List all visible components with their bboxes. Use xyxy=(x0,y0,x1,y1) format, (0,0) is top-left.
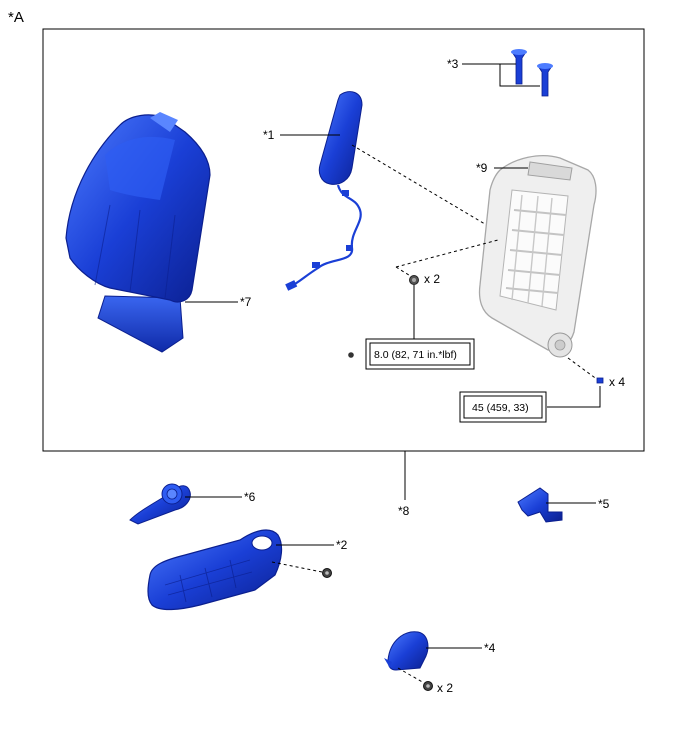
assembly-box xyxy=(42,28,645,452)
callout-5: *5 xyxy=(598,497,610,511)
bracket-part xyxy=(517,487,563,523)
callout-4: *4 xyxy=(484,641,496,655)
dash-1-to-frame xyxy=(351,144,501,234)
torque-box-1-inner xyxy=(369,342,471,366)
callout-6: *6 xyxy=(244,490,256,504)
figure-label: *A xyxy=(8,9,24,26)
torque-box-2-inner xyxy=(463,395,543,419)
torque-box-1-outer xyxy=(365,338,475,370)
callout-1: *1 xyxy=(263,128,275,142)
nut-part xyxy=(409,275,419,285)
callout-2: *2 xyxy=(336,538,348,552)
torque-bullet-icon xyxy=(348,352,354,358)
screw-part-2 xyxy=(322,568,332,578)
dash-bolt xyxy=(567,357,599,381)
clip-parts xyxy=(511,49,553,97)
qty-bolt-frame: x 4 xyxy=(609,375,625,389)
leader-torque-2 xyxy=(547,386,601,408)
callout-8: *8 xyxy=(398,504,410,518)
dash-nut xyxy=(395,266,413,278)
seatback-cover-part xyxy=(65,112,211,353)
cover-part xyxy=(384,631,429,671)
qty-nut: x 2 xyxy=(424,272,440,286)
side-airbag-part xyxy=(285,91,363,291)
recliner-handle-part xyxy=(129,483,191,525)
screw-part-4 xyxy=(423,681,433,691)
leader-3b xyxy=(462,63,540,87)
bolt-part xyxy=(596,377,604,384)
side-shield-part xyxy=(147,529,283,611)
callout-9: *9 xyxy=(476,161,488,175)
dash-screw-4 xyxy=(397,667,425,684)
qty-screw-cover: x 2 xyxy=(437,681,453,695)
dash-screw-2 xyxy=(271,561,323,573)
callout-7: *7 xyxy=(240,295,252,309)
torque-box-2-outer xyxy=(459,391,547,423)
torque-spec-1: 8.0 (82, 71 in.*lbf) xyxy=(374,349,457,361)
torque-spec-2: 45 (459, 33) xyxy=(472,402,529,414)
callout-3: *3 xyxy=(447,57,459,71)
seatback-frame-part xyxy=(478,155,597,358)
